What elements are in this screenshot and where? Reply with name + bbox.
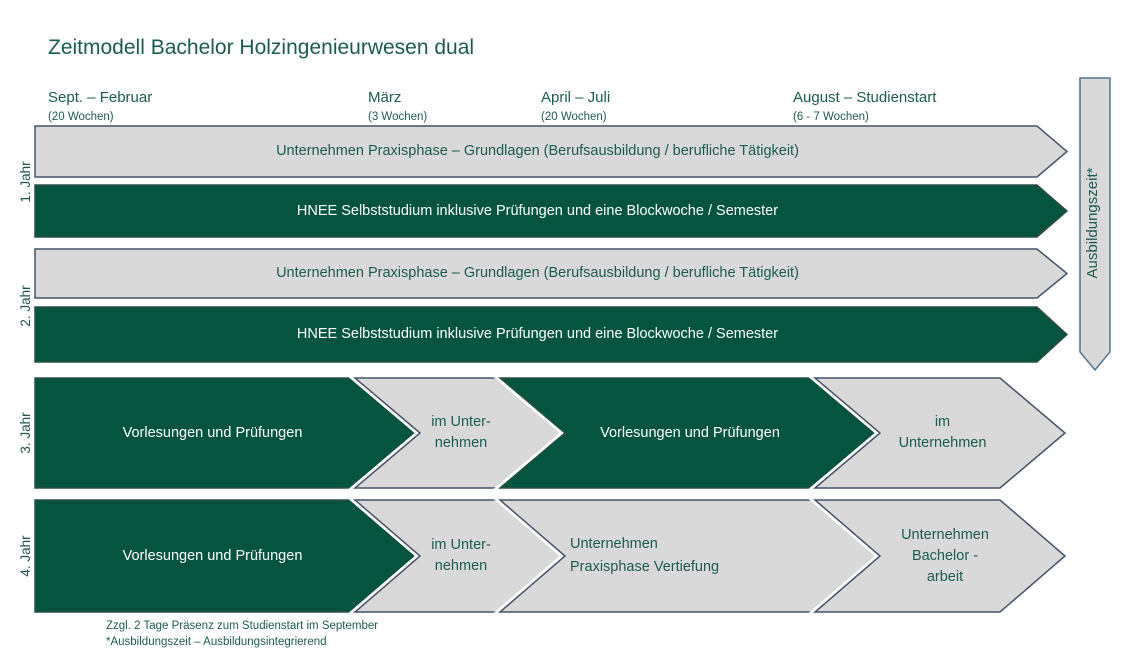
timeline-duration: (20 Wochen) — [48, 110, 114, 123]
chevron-text-lines: im Unter-nehmen — [431, 537, 491, 574]
ausbildungszeit-label: Ausbildungszeit* — [1084, 167, 1101, 279]
year3-unternehmen2-chevron-shape — [812, 377, 1067, 489]
year3-vorlesungen2-text: Vorlesungen und Prüfungen — [600, 424, 780, 441]
year1-selbststudium-arrow-text: HNEE Selbststudium inklusive Prüfungen u… — [296, 202, 779, 219]
year1-praxisphase-arrow-shape — [34, 125, 1069, 178]
timeline-duration: (6 - 7 Wochen) — [793, 110, 869, 123]
ausbildungszeit-arrow-shape — [1079, 77, 1111, 372]
year2-praxisphase-arrow-shape — [34, 248, 1069, 299]
timeline-header-sept-februar: Sept. – Februar (20 Wochen) — [48, 89, 152, 124]
year2-selbststudium-arrow-shape — [34, 306, 1069, 363]
year4-vorlesungen-text: Vorlesungen und Prüfungen — [122, 547, 303, 564]
timeline-duration: (3 Wochen) — [368, 110, 428, 123]
timeline-header-maerz: März (3 Wochen) — [368, 89, 427, 124]
timeline-header-april-juli: April – Juli (20 Wochen) — [541, 89, 610, 124]
timeline-header-august-studienstart: August – Studienstart (6 - 7 Wochen) — [793, 89, 936, 124]
timeline-period: Sept. – Februar — [48, 89, 153, 106]
timeline-period: August – Studienstart — [793, 89, 937, 106]
year2-praxisphase-arrow-text: Unternehmen Praxisphase – Grundlagen (Be… — [276, 265, 799, 281]
page-title: Zeitmodell Bachelor Holzingenieurwesen d… — [48, 36, 475, 59]
year4-bachelorarbeit-chevron-shape — [812, 499, 1067, 613]
footnote-praesenz: Zzgl. 2 Tage Präsenz zum Studienstart im… — [106, 620, 379, 632]
timeline-period: März — [368, 89, 402, 106]
year3-vorlesungen1-text: Vorlesungen und Prüfungen — [122, 424, 303, 441]
footnote-ausbildungszeit: *Ausbildungszeit – Ausbildungsintegriere… — [106, 636, 327, 648]
timeline-period: April – Juli — [541, 89, 611, 106]
year3-unternehmen1-text: im Unter-nehmen — [372, 378, 550, 514]
chevron-text-lines: im Unter-nehmen — [431, 414, 491, 451]
year1-praxisphase-arrow-text: Unternehmen Praxisphase – Grundlagen (Be… — [276, 143, 799, 159]
year2-selbststudium-arrow-text: HNEE Selbststudium inklusive Prüfungen u… — [296, 326, 779, 342]
year1-selbststudium-arrow-shape — [34, 184, 1069, 238]
year4-unternehmen-text: im Unter-nehmen — [372, 500, 550, 642]
timeline-duration: (20 Wochen) — [541, 110, 607, 123]
